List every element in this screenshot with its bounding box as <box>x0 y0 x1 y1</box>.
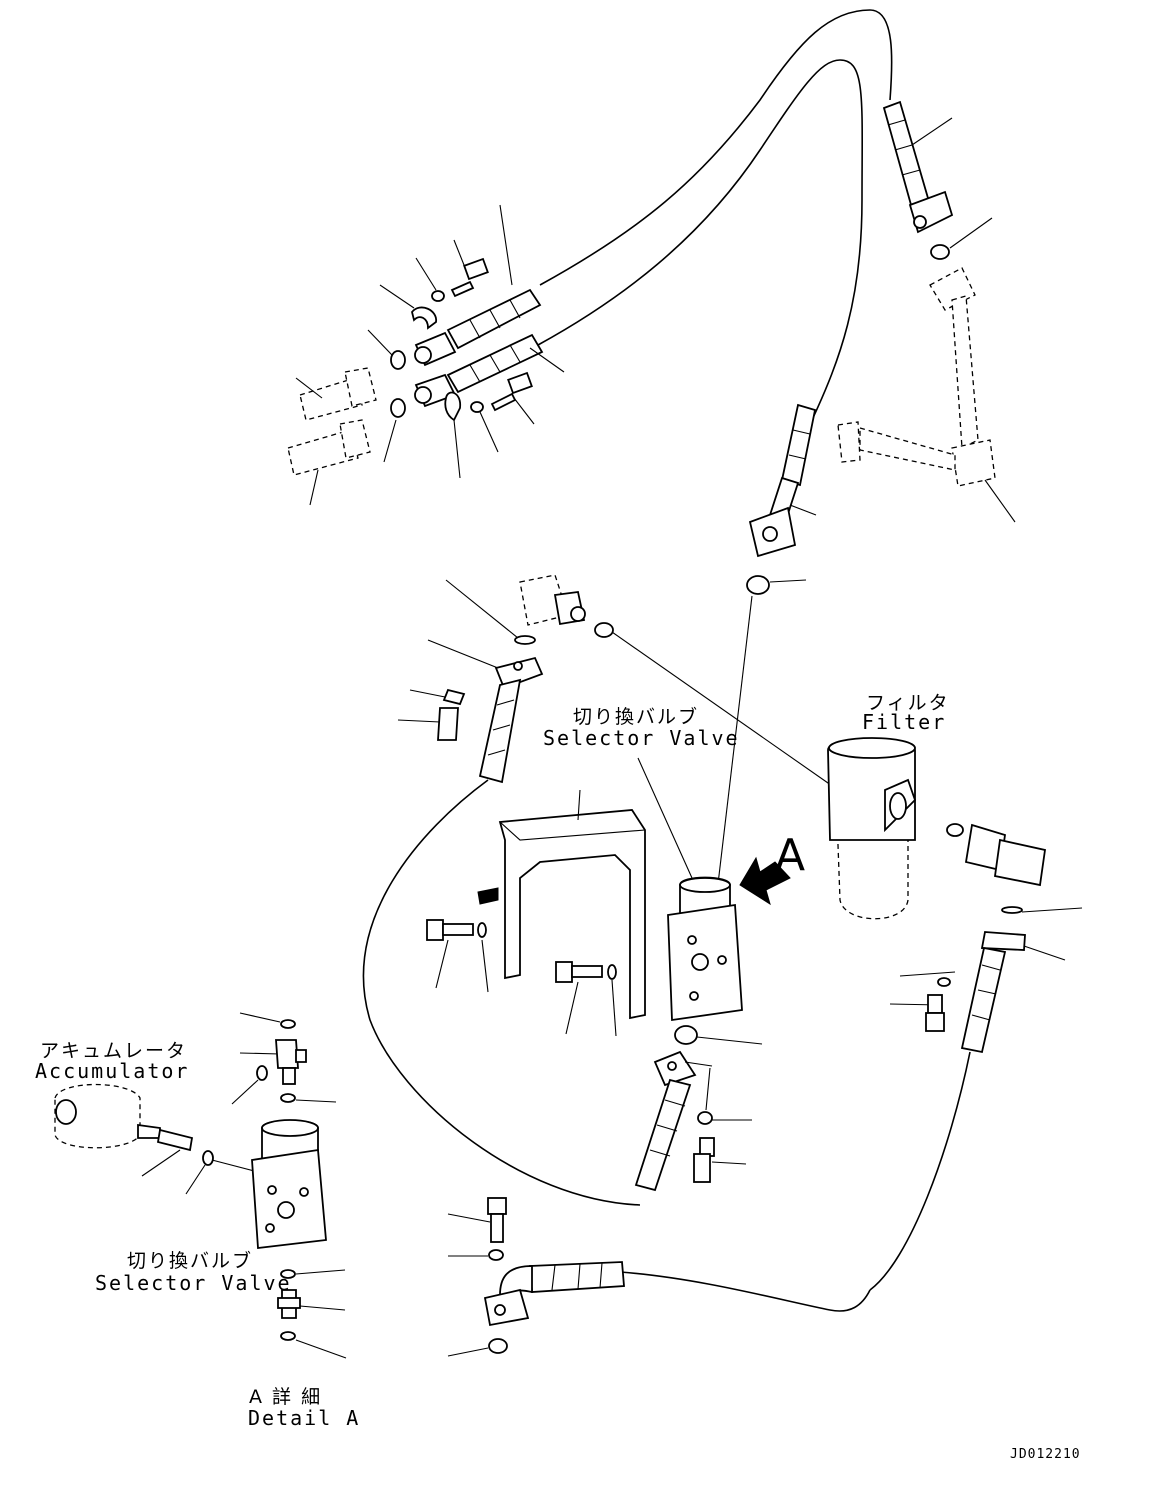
drawing-number: JD012210 <box>1010 1447 1081 1462</box>
filter-label-en: Filter <box>862 710 947 734</box>
upper-hose-routing <box>537 9 893 421</box>
o-ring-lower <box>390 398 406 418</box>
detail-selector-valve-label-en: Selector Valve <box>95 1271 292 1295</box>
upper-right-hose-end <box>882 100 993 260</box>
detail-a-fittings-bottom <box>277 1269 347 1359</box>
selector-valve-label-en: Selector Valve <box>543 726 740 750</box>
return-hose-loop <box>362 779 641 1206</box>
selector-valve-bracket <box>477 789 646 1020</box>
lower-bolt <box>490 371 533 412</box>
filter-body <box>827 737 1047 920</box>
bracket-bolt-left <box>426 919 489 993</box>
upper-hose-end-1 <box>414 288 542 367</box>
split-flange-upper <box>411 306 437 330</box>
accumulator-label-jp: アキュムレータ <box>40 1040 188 1062</box>
detail-a-accumulator <box>54 1083 259 1195</box>
leader-lines-top-left <box>295 204 565 506</box>
detail-a-selector-valve <box>251 1119 327 1250</box>
filter-inlet-hose-end <box>746 403 817 595</box>
existing-pipe-stubs <box>287 367 377 476</box>
view-marker-a: A <box>775 830 806 881</box>
accumulator-label-en: Accumulator <box>35 1059 190 1083</box>
right-lower-hose <box>619 906 1083 1312</box>
filter-label-jp: フィルタ <box>866 692 950 714</box>
selector-valve-label-jp: 切り換バルブ <box>573 706 700 728</box>
center-lower-hose <box>634 1050 752 1192</box>
detail-selector-valve-label-jp: 切り換バルブ <box>127 1250 254 1272</box>
o-ring-upper <box>390 350 406 370</box>
detail-a-title-en: Detail A <box>248 1406 361 1430</box>
detail-a-fittings-top <box>231 1012 337 1105</box>
upper-bolt <box>450 257 489 298</box>
elbow-pipe-dashed <box>837 267 1016 523</box>
assembly-reference-lines <box>611 595 839 885</box>
washer-upper <box>431 290 445 302</box>
split-flange-lower <box>444 391 461 422</box>
washer-lower <box>470 401 484 413</box>
view-direction-arrow-icon <box>739 856 791 906</box>
left-middle-hose <box>397 579 544 784</box>
dashed-fitting-top-center <box>519 574 614 638</box>
bottom-hose-elbow <box>447 1197 625 1357</box>
bracket-bolt-right <box>555 961 617 1037</box>
detail-a-title-jp: A 詳 細 <box>249 1386 323 1408</box>
selector-valve-main <box>637 757 763 1045</box>
